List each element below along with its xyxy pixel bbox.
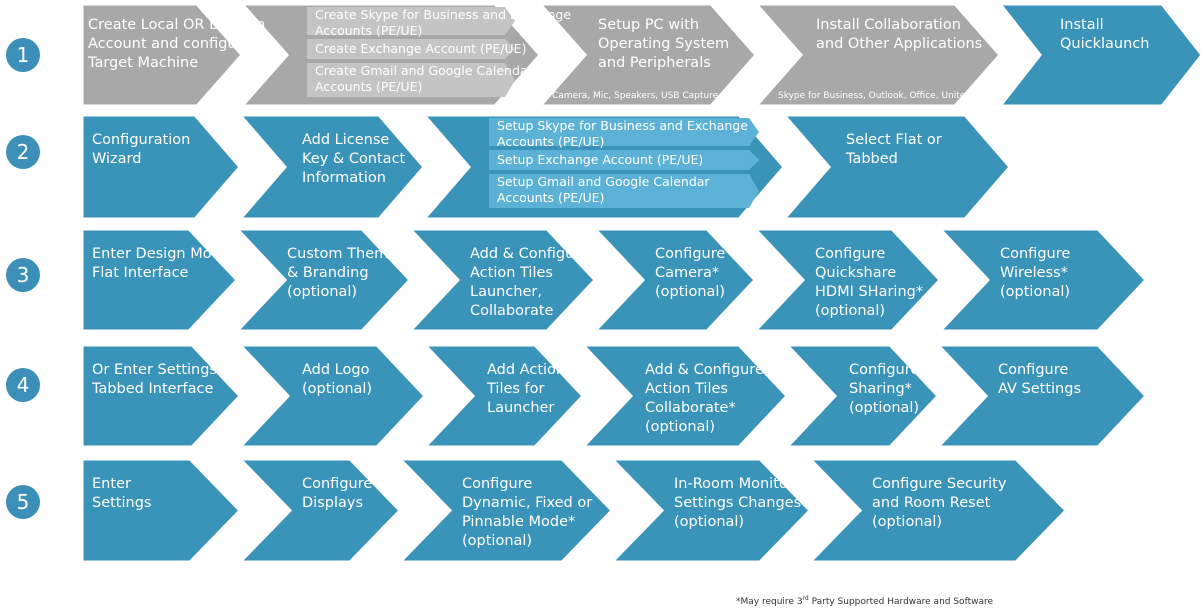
process-step-chevron	[751, 227, 943, 333]
process-step-chevron	[536, 2, 759, 108]
sub-step-arrow	[489, 174, 759, 208]
process-step-chevron	[783, 343, 941, 449]
process-step-chevron	[579, 343, 790, 449]
process-step-chevron	[996, 2, 1202, 108]
process-step-chevron	[421, 343, 586, 449]
sub-step-arrow	[489, 150, 759, 170]
footnote: *May require 3rd Party Supported Hardwar…	[736, 595, 993, 607]
sub-step-arrow	[307, 39, 515, 59]
process-step-chevron	[591, 227, 758, 333]
step-number: 1	[16, 43, 30, 67]
sub-step-arrow	[489, 118, 759, 146]
process-step-chevron	[236, 457, 403, 564]
process-step-chevron	[80, 227, 240, 333]
process-step-chevron	[934, 343, 1149, 449]
step-number: 5	[16, 490, 30, 514]
sub-step-arrow	[307, 7, 515, 35]
sub-step-arrow	[307, 63, 515, 97]
step-number-badge: 5	[6, 485, 40, 519]
step-number: 4	[16, 373, 30, 397]
process-step-chevron	[80, 113, 242, 221]
process-step-chevron	[236, 343, 428, 449]
footnote-superscript: rd	[802, 595, 809, 602]
step-number: 3	[16, 263, 30, 287]
step-number-badge: 1	[6, 38, 40, 72]
process-step-chevron	[406, 227, 598, 333]
step-number-badge: 3	[6, 258, 40, 292]
process-step-chevron	[936, 227, 1149, 333]
process-step-chevron	[80, 2, 245, 108]
process-step-chevron	[780, 113, 1012, 221]
process-step-chevron	[752, 2, 1003, 108]
footnote-suffix: Party Supported Hardware and Software	[808, 597, 994, 607]
process-step-chevron	[80, 343, 243, 449]
process-step-chevron	[233, 227, 413, 333]
process-step-chevron	[396, 457, 615, 564]
step-number-badge: 4	[6, 368, 40, 402]
process-step-chevron	[608, 457, 813, 564]
process-step-chevron	[806, 457, 1069, 564]
footnote-prefix: *May require 3	[736, 597, 803, 607]
step-number-badge: 2	[6, 135, 40, 169]
step-number: 2	[16, 140, 30, 164]
process-step-chevron	[80, 457, 243, 564]
process-step-chevron	[236, 113, 426, 221]
